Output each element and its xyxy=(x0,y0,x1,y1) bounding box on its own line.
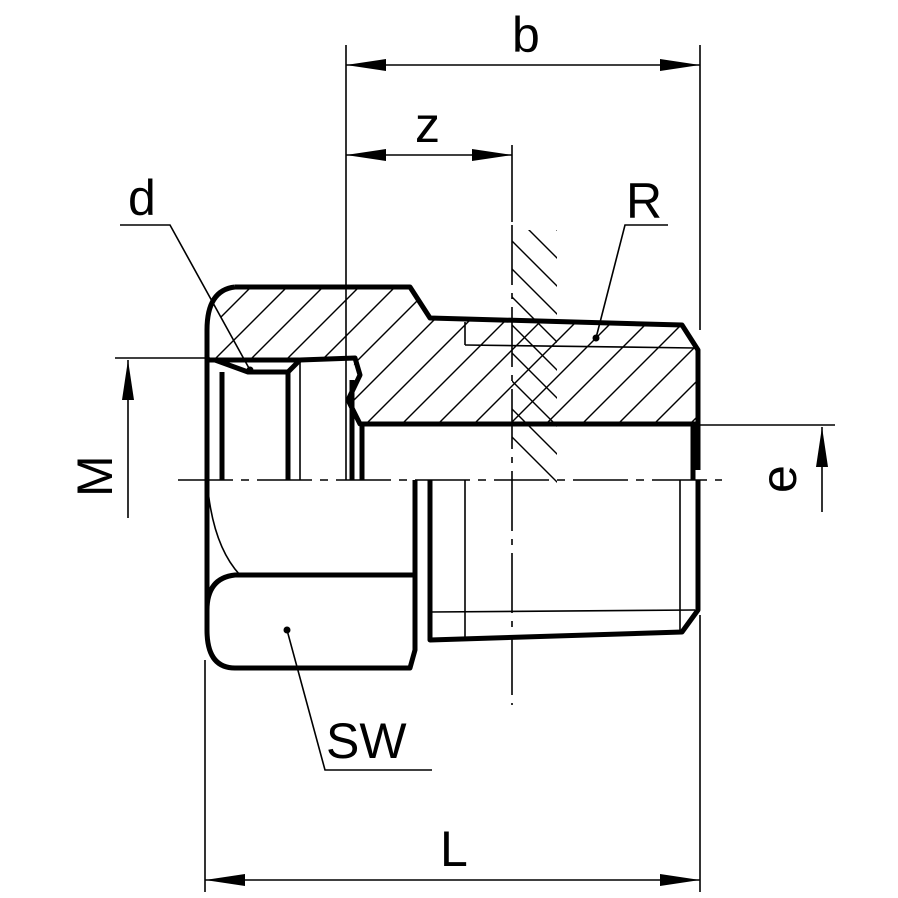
label-b: b xyxy=(512,7,540,63)
hatch-line xyxy=(683,287,698,424)
hatch-line xyxy=(359,287,511,424)
fitting-body xyxy=(204,284,701,671)
leader-d xyxy=(120,224,251,371)
hatch-line xyxy=(512,296,557,343)
label-R: R xyxy=(626,173,662,229)
section-hatching xyxy=(36,280,870,430)
hatch-line xyxy=(512,408,557,455)
hatch-line xyxy=(215,287,259,424)
hatch-line xyxy=(539,287,691,424)
hatch-line xyxy=(36,280,186,430)
label-SW: SW xyxy=(326,713,407,769)
hatch-line xyxy=(467,287,619,424)
dimension-b xyxy=(345,45,701,480)
hatch-line xyxy=(215,287,367,424)
dimension-M xyxy=(115,357,210,518)
hatch-line xyxy=(431,287,583,424)
hatch-line xyxy=(720,280,870,430)
hatch-line xyxy=(503,287,655,424)
dimension-L xyxy=(204,615,701,892)
wall-hatching xyxy=(512,230,557,483)
hatch-line xyxy=(251,287,403,424)
hatch-line xyxy=(287,287,439,424)
hatch-line xyxy=(215,287,295,424)
dimension-z xyxy=(346,145,513,222)
hatch-line xyxy=(611,287,698,424)
label-e: e xyxy=(751,465,807,493)
leader-R xyxy=(595,224,668,339)
label-z: z xyxy=(415,97,440,153)
hatch-line xyxy=(215,287,223,424)
hatch-line xyxy=(512,268,557,315)
hatch-line xyxy=(215,287,331,424)
label-L: L xyxy=(440,821,468,877)
label-M: M xyxy=(67,455,123,497)
leader-SW xyxy=(286,629,432,771)
hatch-line xyxy=(647,287,698,424)
dimension-e xyxy=(700,424,835,512)
hatch-line xyxy=(575,287,698,424)
label-d: d xyxy=(128,170,156,226)
hatch-line xyxy=(512,436,557,483)
